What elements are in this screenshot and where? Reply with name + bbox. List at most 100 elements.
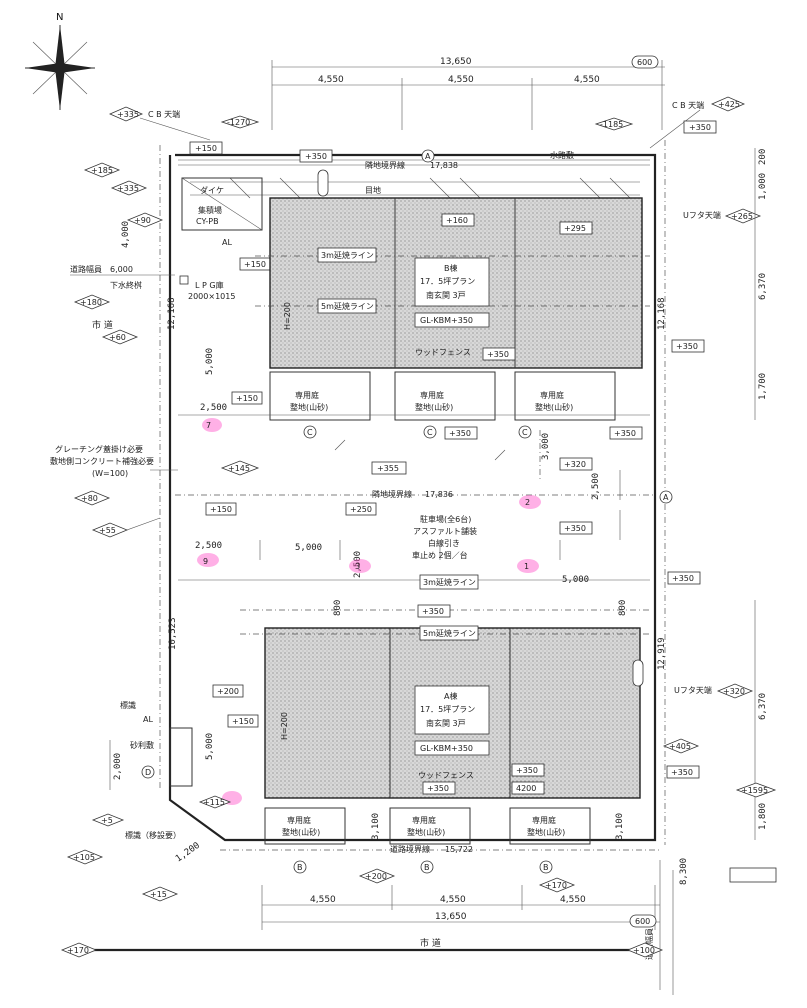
elev-p355: +355 — [371, 461, 407, 475]
dim-12168-left: 12,168 — [167, 297, 177, 330]
label-labels-garden-sub: 整地(山砂) — [527, 827, 565, 837]
label-elev-p350-tr: +350 — [689, 123, 711, 132]
dim-1700: 1,700 — [758, 373, 768, 400]
elev-p320-a: Uフタ天端 +320 — [674, 683, 754, 699]
dim-6370-top: 6,370 — [758, 273, 768, 300]
elev-m1270: -1270 — [220, 115, 260, 129]
dim-1800: 1,800 — [758, 803, 768, 830]
elev-p350-top-right: +350 — [683, 120, 717, 134]
parking-area: 3,000 — [178, 414, 650, 581]
sewer-end-label: 下水終桝 — [110, 280, 142, 290]
label-labels-park-a: 駐車場(全6台) — [420, 514, 471, 524]
label-elev-p150-left2: +150 — [236, 394, 258, 403]
elev-p150-lpg: +150 — [239, 257, 271, 271]
label-parking-nums-3: 3 — [355, 562, 360, 571]
elev-m1185: -1185 — [594, 117, 634, 131]
svg-text:H=200: H=200 — [283, 302, 292, 330]
label-elev-m1270: -1270 — [227, 118, 250, 127]
label-elev-p185: +185 — [91, 166, 113, 175]
label-elev-p180: +180 — [80, 298, 102, 307]
label-elev-p320-a: +320 — [723, 687, 745, 696]
building-b: 3m延焼ライン 5m延焼ライン B棟 17．5坪プラン 南玄関 3戸 GL-KB… — [255, 197, 650, 369]
setback3-mid: 3m延焼ライン — [423, 577, 476, 587]
label-labels-dust-c: CY-PB — [196, 217, 219, 226]
elev-p90: +90 — [126, 212, 164, 228]
label-elev-p170-bl: +170 — [67, 946, 89, 955]
label-labels-garden-sub: 整地(山砂) — [407, 827, 445, 837]
label-grid-c: C — [522, 428, 528, 437]
label-labels-garden-sub: 整地(山砂) — [535, 402, 573, 412]
parking-number-marks: 7 9 2 3 1 — [197, 418, 541, 805]
label-bottom-dims-total: 13,650 — [435, 912, 467, 922]
label-elev-p15: +15 — [150, 890, 167, 899]
elev-p335b: +335 — [110, 180, 148, 196]
svg-text:H=200: H=200 — [280, 712, 289, 740]
boundary-mid-label: 隣地境界線 — [372, 489, 412, 499]
label-elev-p405: +405 — [669, 742, 691, 751]
label-labels-garden-sub: 整地(山砂) — [282, 827, 320, 837]
elev-p200-a: +200 — [212, 684, 244, 698]
elev-p250-park: +250 — [350, 505, 372, 514]
label-elev-p150-a: +150 — [232, 717, 254, 726]
label-elev-ufuta-top: Uフタ天端 — [683, 210, 721, 220]
water-channel — [190, 169, 640, 199]
label-elev-cb-top-right-val: +425 — [718, 100, 740, 109]
boundary-bottom-label: 道路境界線 — [390, 844, 430, 854]
label-grid-b: B — [543, 863, 549, 872]
label-elev-p350-right: +350 — [676, 342, 698, 351]
elev-cb-a: +1595 — [735, 782, 777, 798]
dim-6370-a: 6,370 — [758, 693, 768, 720]
dim-5000-a: 5,000 — [205, 733, 215, 760]
elev-p115: +115 — [198, 795, 232, 809]
elev-p150-left2: +150 — [231, 391, 263, 405]
elev-p265: Uフタ天端 +265 — [683, 208, 762, 224]
elev-p15: +15 — [141, 886, 179, 902]
label-parking-nums-0: 7 — [206, 421, 211, 430]
label-elev-p105: +105 — [73, 853, 95, 862]
north-label: N — [56, 12, 63, 23]
setback5-a: 5m延焼ライン — [423, 628, 476, 638]
label-labels-park-d: 車止め 2個／台 — [412, 550, 468, 560]
dim-3000: 3,000 — [541, 433, 551, 460]
elev-p405: +405 — [662, 738, 700, 754]
dim-5000-b: 5,000 — [205, 348, 215, 375]
b-name: B棟 — [444, 263, 458, 273]
label-labels-park-b: アスファルト舗装 — [413, 526, 477, 536]
city-road-bottom: 市 道 — [420, 937, 441, 949]
elev-p350-r3: +350 — [667, 571, 701, 585]
label-labels-al: AL — [222, 238, 232, 247]
gravel-label: 砂利敷 — [130, 740, 154, 750]
dim-2500-l: 2,500 — [195, 541, 222, 551]
elev-p295: +295 — [564, 224, 586, 233]
water-label: 水路敷 — [550, 150, 574, 160]
sign-label: 標識 — [120, 700, 136, 710]
elev-p350-mid: +350 — [449, 429, 471, 438]
elev-cb-top-left: +335 C B 天端 — [109, 106, 211, 141]
meji-label: 目地 — [365, 185, 381, 195]
elev-p200-b: +200 — [358, 868, 396, 884]
boundary-top-dim: 17,838 — [430, 161, 458, 170]
north-arrow: N — [25, 12, 95, 110]
label-dims-d3100: 3,100 — [371, 813, 381, 840]
city-road-left: 市 道 — [92, 319, 113, 331]
dim-2500-c: 2,500 — [353, 551, 363, 578]
parking-note: 駐車場(全6台) アスファルト舗装 白線引き 車止め 2個／台 — [412, 514, 477, 560]
label-elev-p350-top: +350 — [305, 152, 327, 161]
label-grid-b: B — [424, 863, 430, 872]
elev-p150-a: +150 — [227, 714, 259, 728]
dim-2000: 2,000 — [113, 753, 123, 780]
lpg-label: L P G庫 — [195, 280, 224, 290]
grid-a-right: A — [663, 493, 669, 502]
label-elev-p335b: +335 — [117, 184, 139, 193]
label-labels-garden: 専用庭 — [540, 390, 564, 400]
label-labels-garden: 専用庭 — [295, 390, 319, 400]
label-labels-garden: 専用庭 — [287, 815, 311, 825]
elev-p350-a-top: +350 — [422, 607, 444, 616]
elev-p80: +80 — [73, 490, 111, 506]
dim-2500-b: 2,500 — [200, 403, 227, 413]
boundary-mid-dim: 17,836 — [425, 490, 453, 499]
label-elev-p200-a: +200 — [217, 687, 239, 696]
elev-p145: +145 — [220, 460, 260, 476]
setback3-b: 3m延焼ライン — [321, 250, 374, 260]
label-elev-p145: +145 — [228, 464, 250, 473]
